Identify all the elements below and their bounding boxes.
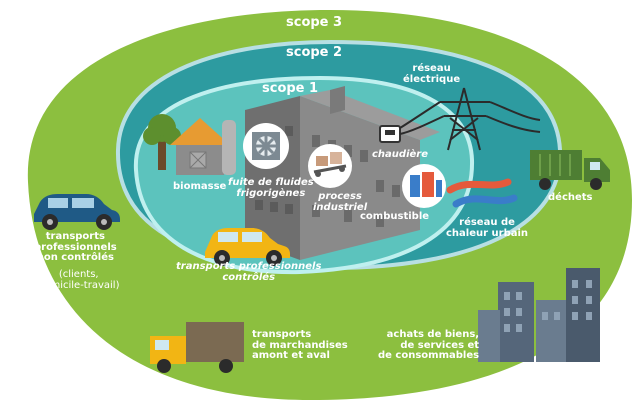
waste-truck-icon <box>530 150 610 190</box>
blue-car-icon <box>34 194 120 230</box>
freight-transport-label: transports de marchandises amont et aval <box>252 329 348 361</box>
waste-label: déchets <box>548 192 593 203</box>
biomass-label: biomasse <box>173 181 227 192</box>
scope1-label: scope 1 <box>262 81 319 96</box>
refrigerant-label: fuite de fluides frigorigènes <box>228 177 314 199</box>
uncontrolled-transport-label: transports professionnels non contrôlés <box>34 231 117 263</box>
fuel-label: combustible <box>360 211 430 222</box>
district-heating-icon <box>446 178 518 208</box>
purchases-label: achats de biens, de services et de conso… <box>378 329 480 361</box>
industrial-process-icon <box>308 144 352 188</box>
uncontrolled-transport-detail: (clients, domicile-travail) <box>38 269 120 291</box>
refrigerant-leak-icon <box>243 123 289 169</box>
cargo-truck-icon <box>150 322 244 373</box>
city-buildings-icon <box>478 268 600 362</box>
controlled-transport-label: transports professionnels contrôlés <box>176 261 322 283</box>
district-heating-label: réseau de chaleur urbain <box>446 217 529 239</box>
scope2-label: scope 2 <box>286 45 343 60</box>
power-grid-label: réseau électrique <box>403 63 461 85</box>
scope3-label: scope 3 <box>286 15 343 30</box>
boiler-label: chaudière <box>372 149 428 160</box>
process-label: process industriel <box>313 191 368 213</box>
fuel-icon <box>402 164 446 208</box>
power-pylon-icon <box>399 87 541 151</box>
yellow-car-icon <box>205 228 290 266</box>
biomass-icon <box>143 114 236 175</box>
boiler-icon <box>379 125 401 143</box>
